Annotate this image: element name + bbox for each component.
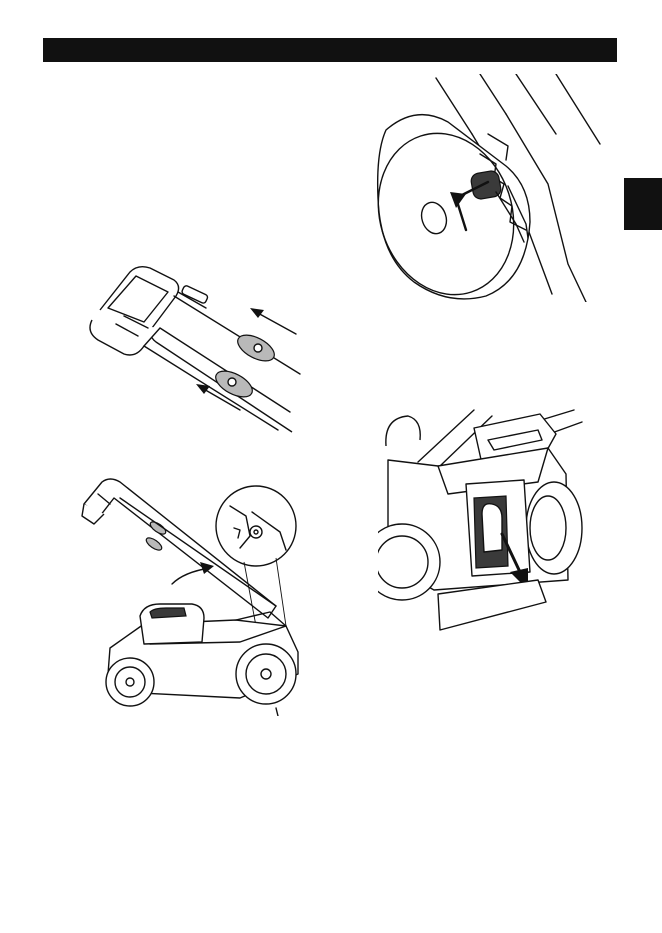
height-lever-illustration — [376, 74, 602, 302]
figure-height-lever — [376, 74, 602, 302]
figure-grass-bag — [378, 404, 588, 636]
grass-bag-illustration — [378, 404, 588, 636]
figure-handle-slide — [78, 262, 308, 434]
chapter-side-tab — [624, 178, 662, 230]
lever-knob — [470, 170, 502, 200]
bag-top — [386, 416, 420, 446]
handle-slide-illustration — [78, 262, 308, 434]
figure-handle-fold — [80, 476, 316, 716]
tube-lower-edge — [160, 328, 290, 412]
handle-fold-illustration — [80, 476, 316, 716]
wheel-tire — [378, 115, 530, 299]
section-header-bar — [43, 38, 617, 62]
slide-arrow-upper — [256, 312, 296, 334]
tube-upper-edge — [174, 296, 300, 374]
right-rear-wheel — [526, 482, 582, 574]
